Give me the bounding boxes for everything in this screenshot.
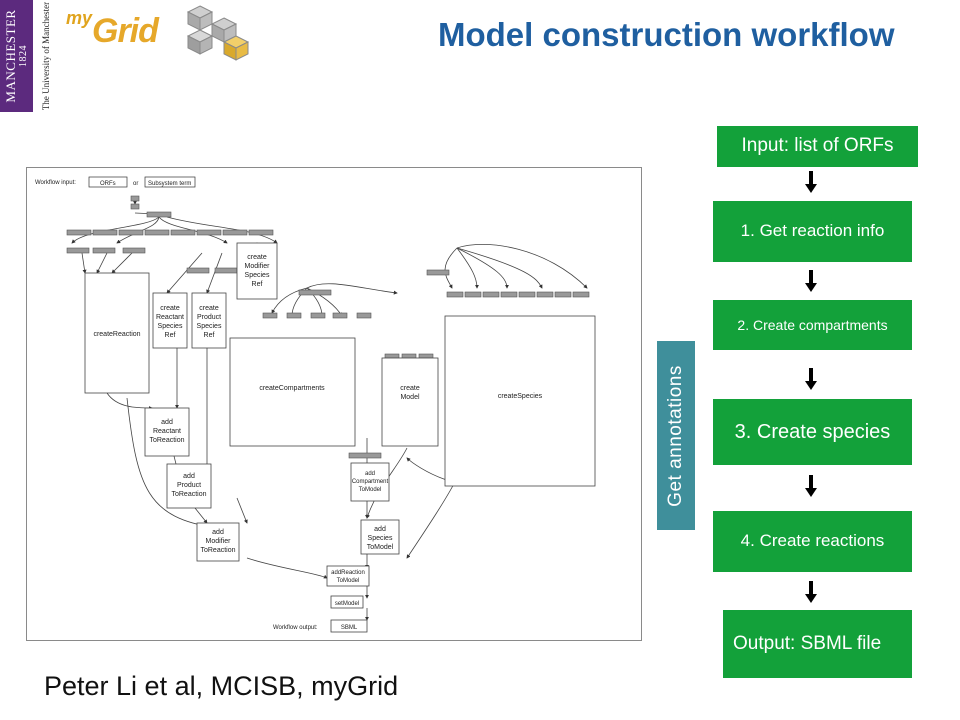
page-title: Model construction workflow [438,16,895,53]
node-modifier-3: Species [245,272,270,279]
workflow-diagram-canvas: Workflow input: ORFs or Subsystem term c… [35,176,596,633]
workflow-input-label: Workflow input: [35,180,76,186]
node-reactant-3: Species [158,323,183,330]
node-reactant-1: create [160,305,180,312]
get-annotations-label: Get annotations [657,341,695,530]
node-add-compartment-1: add [365,471,375,477]
arrow-down-icon [805,171,817,193]
arrow-down-icon [805,475,817,497]
node-add-reactant-2: Reactant [153,428,181,435]
manchester-logo-year: 1824 [17,45,29,67]
manchester-logo-name: MANCHESTER [2,9,18,103]
node-add-modifier-3: ToReaction [200,547,235,554]
mygrid-logo-grid: Grid [92,12,159,50]
node-create-species: createSpecies [498,393,543,400]
node-product-2: Product [197,314,221,321]
node-add-reaction-model-1: addReaction [331,570,365,576]
workflow-output-label: Workflow output: [273,625,318,631]
node-add-product-2: Product [177,482,201,489]
node-add-modifier-1: add [212,529,224,536]
node-product-1: create [199,305,219,312]
node-create-model-2: Model [400,394,420,401]
mygrid-logo-my: my [66,8,93,28]
step-create-reactions: 4. Create reactions [713,511,912,572]
node-add-species-2: Species [368,535,393,542]
node-add-reactant-1: add [161,419,173,426]
node-reactant-4: Ref [165,332,176,339]
node-modifier-4: Ref [252,281,263,288]
mygrid-logo: my Grid [60,2,260,64]
node-modifier-1: create [247,254,267,261]
get-annotations-text: Get annotations [665,364,686,507]
step-output: Output: SBML file [723,610,912,678]
node-create-reaction: createReaction [93,331,140,338]
node-product-3: Species [197,323,222,330]
arrow-down-icon [805,581,817,603]
step-create-compartments: 2. Create compartments [713,300,912,350]
node-add-compartment-2: Compartment [352,479,389,485]
node-add-product-3: ToReaction [171,491,206,498]
step-input: Input: list of ORFs [717,126,918,167]
node-set-model: setModel [335,601,359,607]
workflow-input-subsystem: Subsystem term [148,181,191,187]
step-create-species: 3. Create species [713,399,912,465]
node-reactant-2: Reactant [156,314,184,321]
node-create-model-1: create [400,385,420,392]
node-add-modifier-2: Modifier [206,538,232,545]
workflow-diagram: Workflow input: ORFs or Subsystem term c… [26,167,642,641]
node-modifier-2: Modifier [245,263,271,270]
node-add-product-1: add [183,473,195,480]
node-product-4: Ref [204,332,215,339]
step-get-reaction-info: 1. Get reaction info [713,201,912,262]
arrow-down-icon [805,270,817,292]
node-add-compartment-3: ToModel [359,487,382,493]
node-add-reactant-3: ToReaction [149,437,184,444]
footer-citation: Peter Li et al, MCISB, myGrid [44,671,399,701]
workflow-output-sbml: SBML [341,625,358,631]
arrow-down-icon [805,368,817,390]
node-add-reaction-model-2: ToModel [337,578,360,584]
mygrid-cubes-icon [186,5,250,61]
workflow-input-or: or [133,181,138,187]
workflow-input-orfs: ORFs [100,181,116,187]
node-add-species-1: add [374,526,386,533]
node-create-compartments: createCompartments [259,385,325,392]
manchester-logo-subtitle: The University of Manchester [40,1,51,111]
manchester-logo-sub: The University of Manchester [33,0,58,112]
node-add-species-3: ToModel [367,544,394,551]
